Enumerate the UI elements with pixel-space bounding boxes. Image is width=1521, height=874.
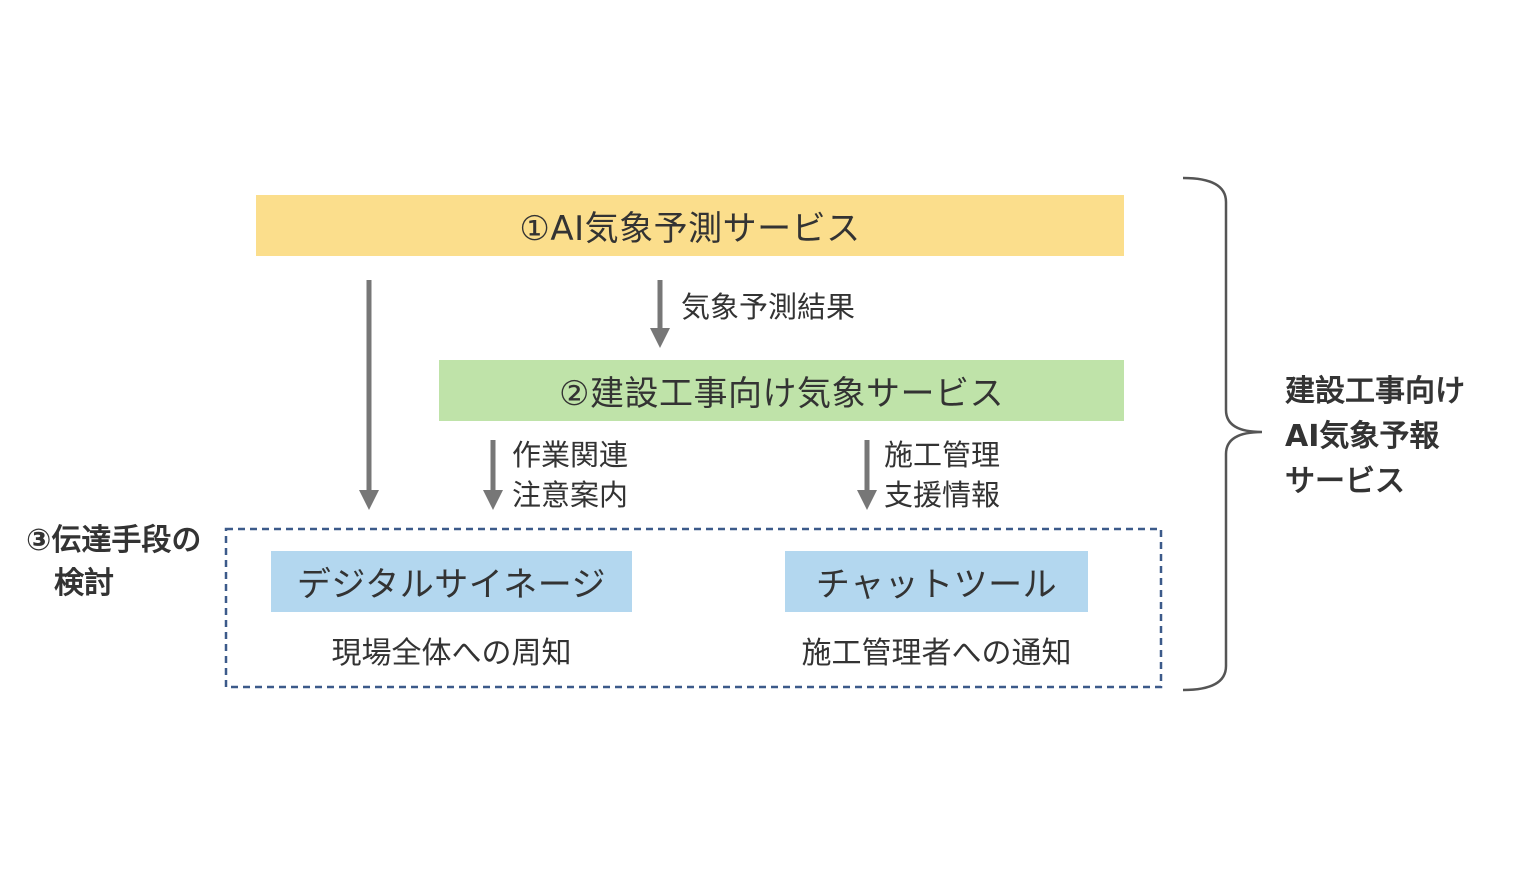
arrow-construction-support — [857, 440, 877, 510]
construction-weather-service-box: ②建設工事向け気象サービス — [439, 360, 1124, 421]
construction-support-line1: 施工管理 — [884, 438, 1001, 472]
transmission-group-border — [224, 527, 1163, 689]
ai-weather-forecast-service-label: ①AI気象予測サービス — [519, 209, 861, 249]
service-brace — [1182, 176, 1263, 692]
arrow-work-notice-head — [483, 490, 503, 510]
arrow-group — [359, 280, 877, 510]
transmission-means-label: ③伝達手段の 検討 — [26, 519, 201, 605]
signage-purpose-caption: 現場全体への周知 — [331, 636, 572, 671]
arrow-forecast-result — [650, 280, 670, 348]
arrow-ai-to-channels — [359, 280, 379, 510]
arrow-forecast-result-head — [650, 328, 670, 348]
chat-tool-label: チャットツール — [815, 565, 1058, 605]
work-notice-line2: 注意案内 — [512, 478, 629, 512]
arrow-work-notice — [483, 440, 503, 510]
construction-weather-service-label: ②建設工事向け気象サービス — [559, 374, 1004, 414]
work-notice-line1: 作業関連 — [512, 438, 629, 472]
arrow-ai-to-channels-head — [359, 490, 379, 510]
digital-signage-box: デジタルサイネージ — [271, 551, 632, 612]
transmission-means-line2: 検討 — [54, 566, 114, 601]
brace-label-line2: AI気象予報 — [1285, 419, 1440, 454]
work-notice-label: 作業関連 注意案内 — [512, 435, 628, 515]
brace-label-line3: サービス — [1285, 464, 1405, 499]
chat-tool-box: チャットツール — [785, 551, 1088, 612]
ai-weather-forecast-service-box: ①AI気象予測サービス — [256, 195, 1124, 256]
construction-support-label: 施工管理 支援情報 — [884, 435, 1000, 515]
brace-label-line1: 建設工事向け — [1285, 374, 1465, 409]
ai-weather-service-brace-label: 建設工事向け AI気象予報 サービス — [1285, 369, 1465, 504]
construction-support-line2: 支援情報 — [884, 478, 1001, 512]
transmission-means-line1: ③伝達手段の — [26, 523, 202, 558]
chat-purpose-caption: 施工管理者への通知 — [801, 636, 1072, 671]
forecast-result-label: 気象予測結果 — [681, 290, 856, 324]
digital-signage-label: デジタルサイネージ — [296, 565, 607, 605]
arrow-construction-support-head — [857, 490, 877, 510]
